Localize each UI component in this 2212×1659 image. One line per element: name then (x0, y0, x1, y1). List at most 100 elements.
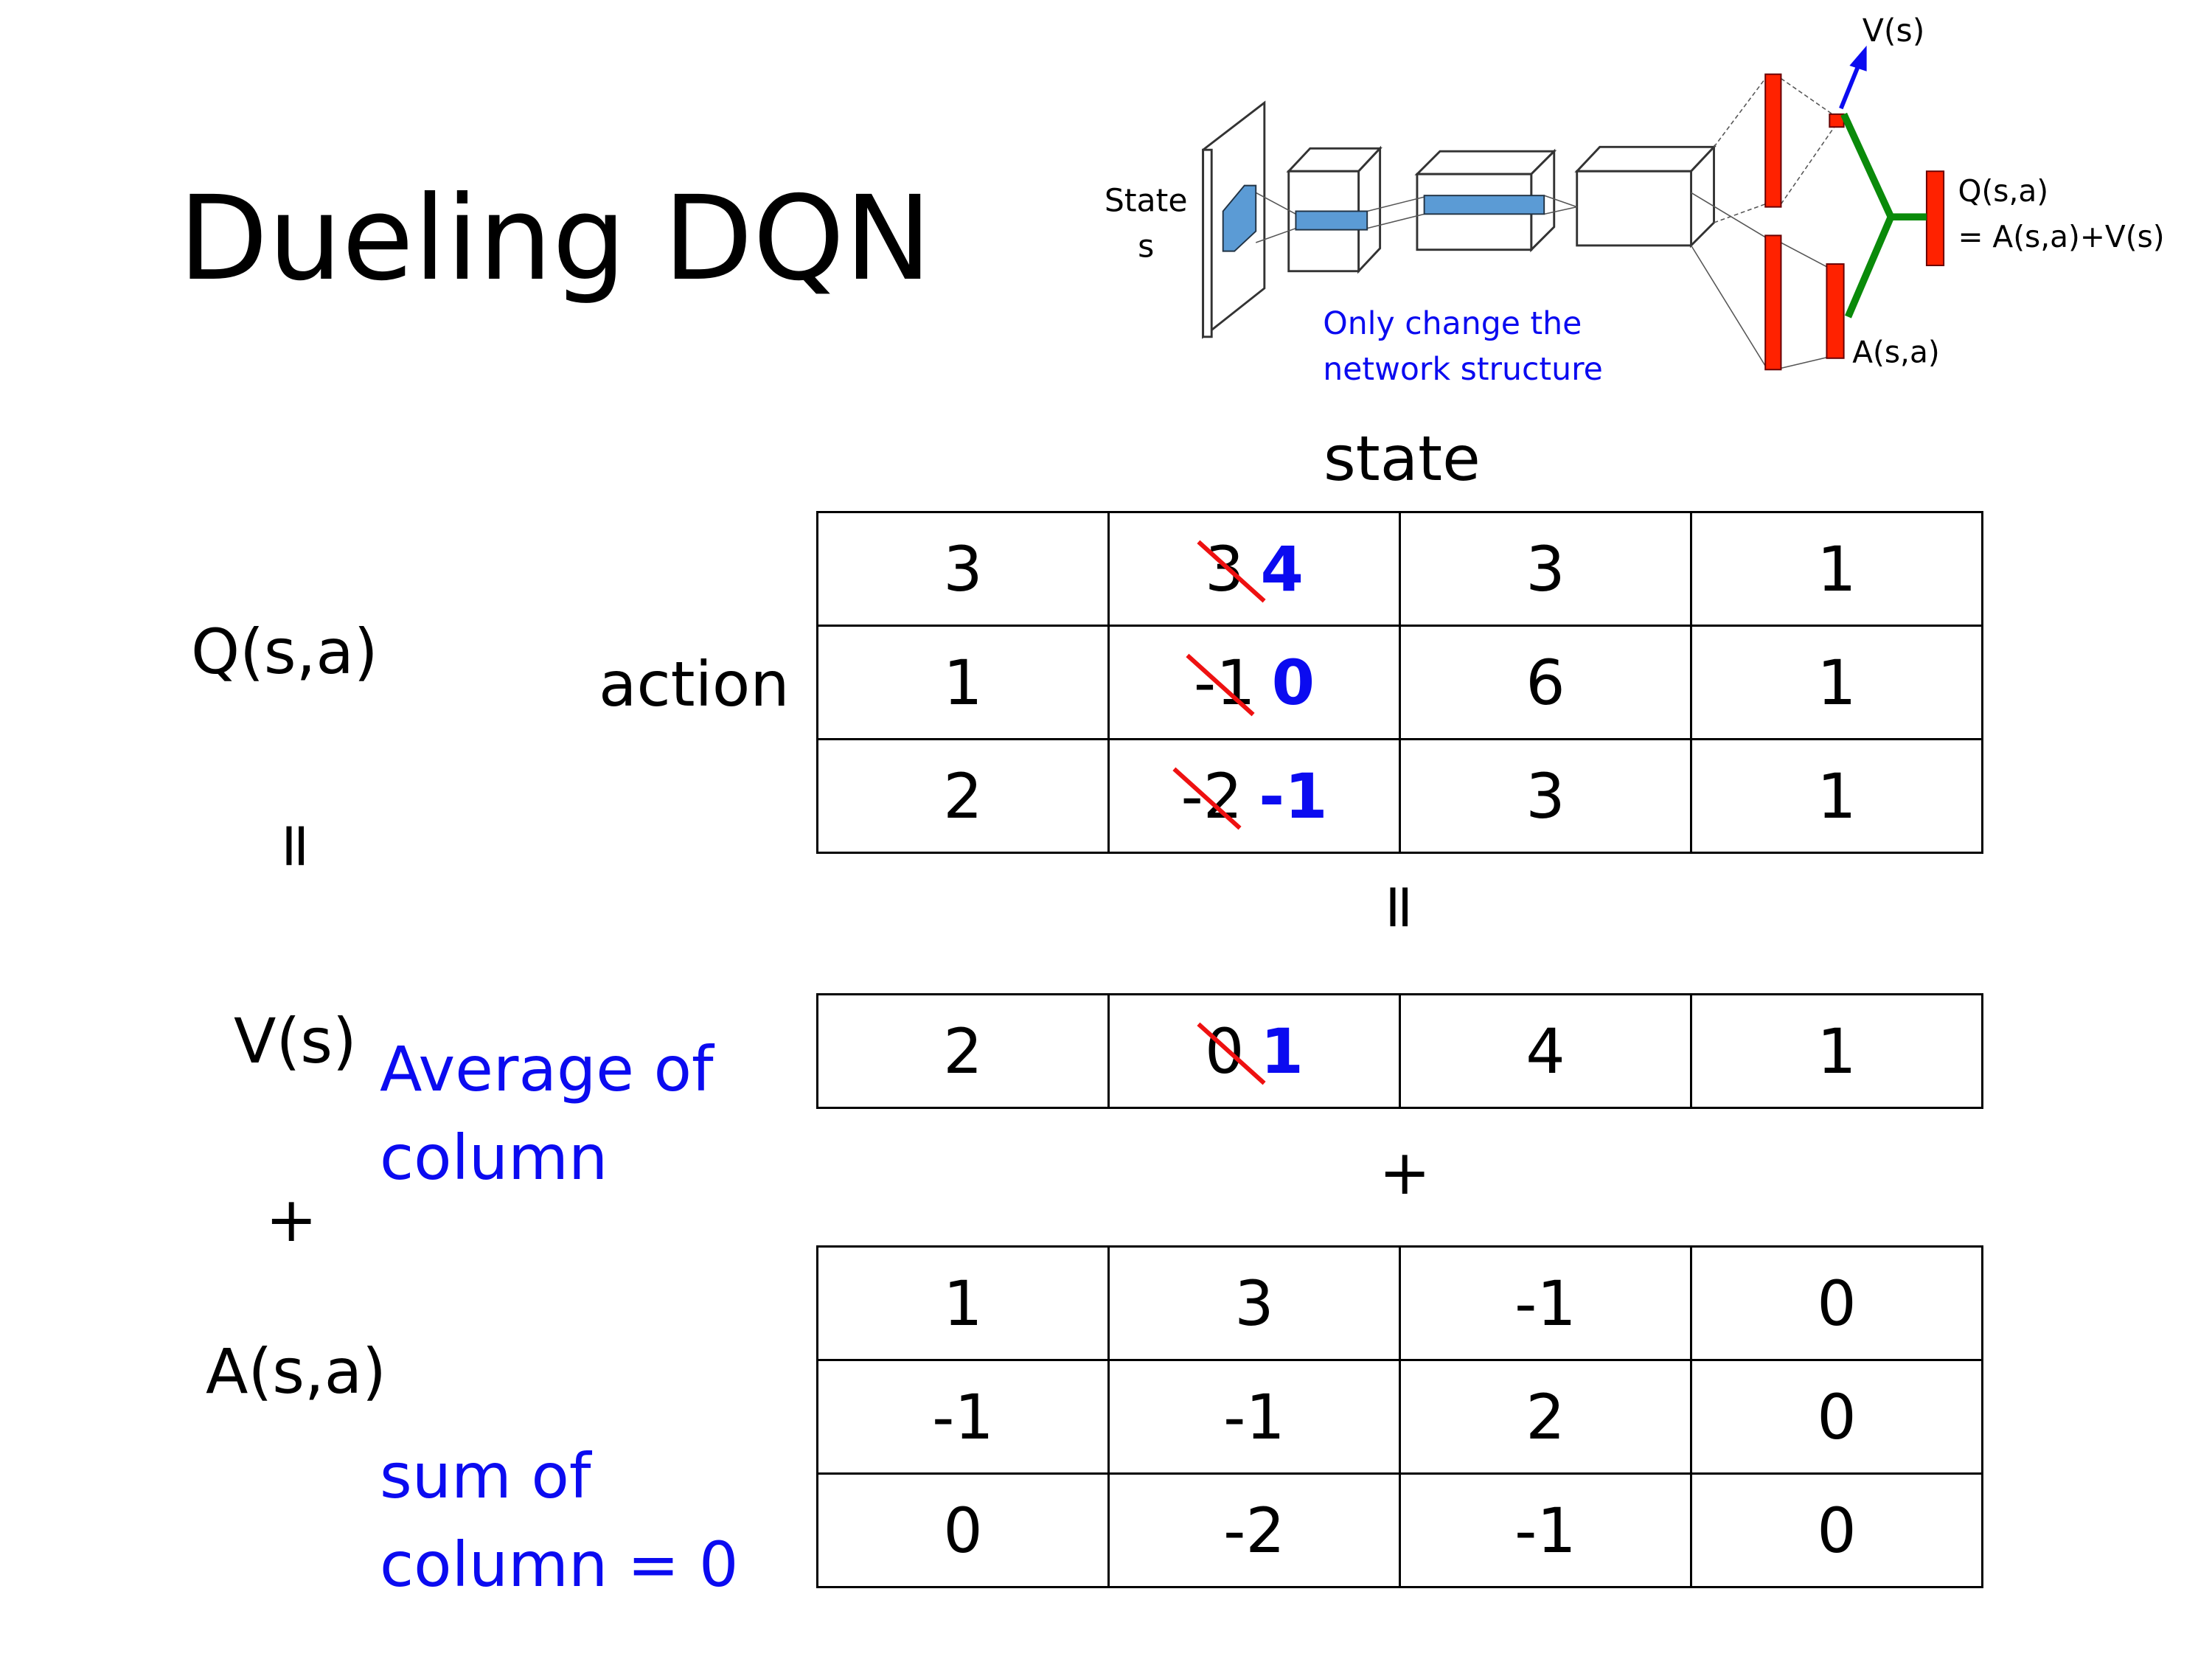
cell-value: 3 (1526, 759, 1565, 832)
note-line-2: network structure (1323, 351, 1603, 388)
cell-value: 3 (1234, 1267, 1274, 1340)
table-cell: 1 (1690, 625, 1983, 740)
updated-value: 4 (1260, 532, 1304, 605)
cell-value: -1 (932, 1380, 994, 1453)
v-label: V(s) (1863, 13, 1925, 49)
a-label: A(s,a) (206, 1335, 386, 1408)
crossed-out-value: -1 (1193, 646, 1256, 719)
table-cell: 0 (816, 1472, 1110, 1588)
cell-value: 3 (1526, 532, 1565, 605)
a-note-line-2: column = 0 (380, 1528, 739, 1601)
cell-value: 0 (1817, 1267, 1857, 1340)
cell-value: 2 (943, 1015, 983, 1088)
state-label: State (1105, 182, 1188, 219)
a-label: A(s,a) (1852, 335, 1939, 370)
plus-sign-left: + (265, 1183, 318, 1256)
table-cell: 3 (1399, 511, 1692, 627)
cell-value: -1 (1514, 1267, 1576, 1340)
table-cell: -2-1 (1107, 738, 1401, 854)
merge-lines (1840, 112, 1927, 319)
cell-value: 3 (943, 532, 983, 605)
table-cell: 0 (1690, 1472, 1983, 1588)
cell-value: -1 (1514, 1494, 1576, 1567)
table-cell: 1 (816, 1245, 1110, 1361)
advantage-output (1826, 263, 1845, 359)
table-cell: 2 (816, 993, 1110, 1109)
equals-sign-center: = (1365, 880, 1438, 933)
state-var: s (1138, 228, 1154, 265)
cell-value: 2 (943, 759, 983, 832)
cell-value: 0 (1817, 1494, 1857, 1567)
v-note-line-2: column (380, 1121, 608, 1194)
input-filter (1222, 184, 1257, 252)
a-table: 1 3 -1 0 -1 -1 2 0 0 -2 -1 0 (816, 1245, 1983, 1588)
table-cell: -1 (816, 1359, 1110, 1475)
cell-value: 1 (1817, 532, 1857, 605)
cell-value: 1 (943, 646, 983, 719)
equals-sign-left: = (261, 819, 334, 872)
cell-value: -2 (1223, 1494, 1285, 1567)
table-row: 1 3 -1 0 (816, 1245, 1983, 1361)
table-cell: 2 (816, 738, 1110, 854)
slide-title: Dueling DQN (178, 171, 932, 307)
table-cell: 3 (816, 511, 1110, 627)
updated-value: 0 (1271, 646, 1315, 719)
conv-filter-1 (1295, 210, 1368, 231)
table-cell: -2 (1107, 1472, 1401, 1588)
advantage-fc-layer (1764, 234, 1782, 371)
table-cell: -1 (1399, 1245, 1692, 1361)
crossed-out-value: -2 (1180, 759, 1243, 832)
cell-value: 6 (1526, 646, 1565, 719)
v-note-line-1: Average of (380, 1033, 714, 1105)
table-cell: -1 (1107, 1359, 1401, 1475)
state-axis-label: state (1324, 422, 1481, 495)
table-cell: 0 (1690, 1245, 1983, 1361)
updated-value: 1 (1260, 1015, 1304, 1088)
table-cell: 1 (816, 625, 1110, 740)
cell-value: 0 (943, 1494, 983, 1567)
table-cell: 3 (1399, 738, 1692, 854)
table-cell: -1 (1399, 1472, 1692, 1588)
cell-value: -1 (1223, 1380, 1285, 1453)
q-output (1925, 170, 1945, 266)
cell-value: 0 (1817, 1380, 1857, 1453)
updated-value: -1 (1259, 759, 1328, 832)
cell-value: 4 (1526, 1015, 1565, 1088)
a-note-line-1: sum of (380, 1440, 591, 1512)
plus-sign-center: + (1379, 1136, 1431, 1208)
action-axis-label: action (599, 648, 790, 720)
cell-value: 1 (1817, 646, 1857, 719)
table-cell: 1 (1690, 993, 1983, 1109)
crossed-out-value: 3 (1205, 532, 1245, 605)
value-arrow-icon (1839, 45, 1867, 110)
table-cell: 0 (1690, 1359, 1983, 1475)
cell-value: 1 (1817, 1015, 1857, 1088)
q-label: Q(s,a) (1958, 173, 2048, 209)
table-cell: 3 (1107, 1245, 1401, 1361)
table-row: 2 -2-1 3 1 (816, 738, 1983, 854)
cell-value: 1 (1817, 759, 1857, 832)
crossed-out-value: 0 (1205, 1015, 1245, 1088)
note-line-1: Only change the (1323, 305, 1582, 342)
v-label: V(s) (234, 1005, 357, 1077)
conv-filter-2 (1423, 195, 1545, 215)
q-label: Q(s,a) (191, 616, 378, 688)
q-formula: = A(s,a)+V(s) (1958, 219, 2164, 254)
table-cell: 2 (1399, 1359, 1692, 1475)
table-cell: 6 (1399, 625, 1692, 740)
cell-value: 2 (1526, 1380, 1565, 1453)
table-row: 0 -2 -1 0 (816, 1472, 1983, 1588)
table-cell: 1 (1690, 738, 1983, 854)
table-cell: 1 (1690, 511, 1983, 627)
table-row: -1 -1 2 0 (816, 1359, 1983, 1475)
table-cell: 4 (1399, 993, 1692, 1109)
